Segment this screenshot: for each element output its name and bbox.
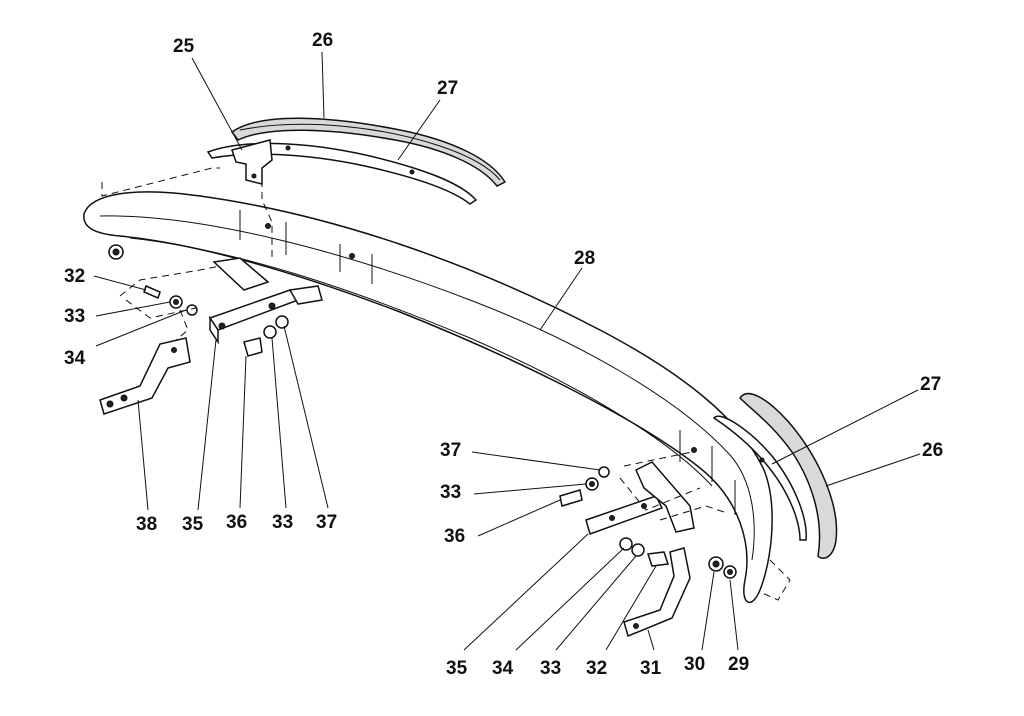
callout-27: 27 bbox=[920, 374, 941, 395]
bumper-bar bbox=[83, 191, 773, 603]
callout-labels: 25 26 27 28 32 33 34 38 35 36 33 37 27 2… bbox=[64, 30, 943, 679]
callout-35: 35 bbox=[446, 658, 468, 679]
callout-35: 35 bbox=[182, 514, 204, 535]
leader-lines bbox=[93, 51, 921, 651]
callout-37: 37 bbox=[440, 440, 461, 461]
callout-31: 31 bbox=[640, 658, 662, 679]
callout-26: 26 bbox=[922, 440, 943, 461]
left-hardware bbox=[143, 257, 289, 357]
callout-25: 25 bbox=[173, 36, 195, 57]
right-bracket-upper bbox=[635, 461, 695, 533]
callout-34: 34 bbox=[64, 348, 86, 369]
right-bracket-31 bbox=[623, 547, 691, 638]
left-bracket-plate-35 bbox=[208, 285, 323, 345]
callout-36: 36 bbox=[444, 526, 465, 547]
callout-36: 36 bbox=[226, 512, 247, 533]
callout-33: 33 bbox=[440, 482, 461, 503]
callout-32: 32 bbox=[64, 266, 85, 287]
callout-29: 29 bbox=[728, 654, 749, 675]
right-dashed-guides bbox=[619, 451, 791, 601]
callout-37: 37 bbox=[316, 512, 337, 533]
left-bracket-38 bbox=[99, 337, 191, 415]
callout-38: 38 bbox=[136, 514, 157, 535]
callout-26: 26 bbox=[312, 30, 333, 51]
left-dashed-guides bbox=[101, 167, 273, 341]
callout-27: 27 bbox=[437, 78, 458, 99]
right-rubber-strip bbox=[739, 392, 838, 560]
callout-33: 33 bbox=[64, 306, 85, 327]
callout-33: 33 bbox=[272, 512, 293, 533]
callout-28: 28 bbox=[574, 248, 595, 269]
left-rubber-strip bbox=[230, 117, 507, 187]
right-bracket-plate-35 bbox=[585, 495, 664, 535]
callout-33: 33 bbox=[540, 658, 561, 679]
callout-32: 32 bbox=[586, 658, 607, 679]
callout-30: 30 bbox=[684, 654, 705, 675]
callout-34: 34 bbox=[492, 658, 514, 679]
right-trim-strip bbox=[712, 415, 807, 541]
